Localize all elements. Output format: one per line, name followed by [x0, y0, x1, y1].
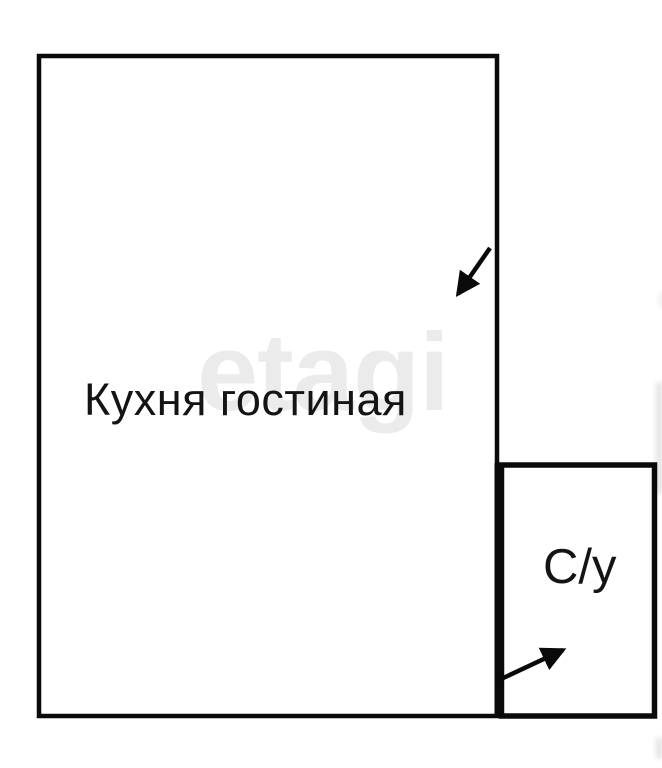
room-outline-kitchen-living [36, 53, 500, 719]
scan-artifact [655, 737, 662, 759]
room-outline-bathroom [498, 462, 658, 719]
entrance-arrow-kitchen [455, 246, 492, 298]
room-label-bathroom: С/у [543, 540, 617, 594]
watermark-etagi: etagi [197, 311, 450, 434]
entrance-arrow-bathroom [498, 647, 567, 683]
room-label-kitchen-living: Кухня гостиная [84, 374, 407, 425]
scan-artifact [655, 382, 662, 494]
scan-artifact [658, 292, 662, 308]
